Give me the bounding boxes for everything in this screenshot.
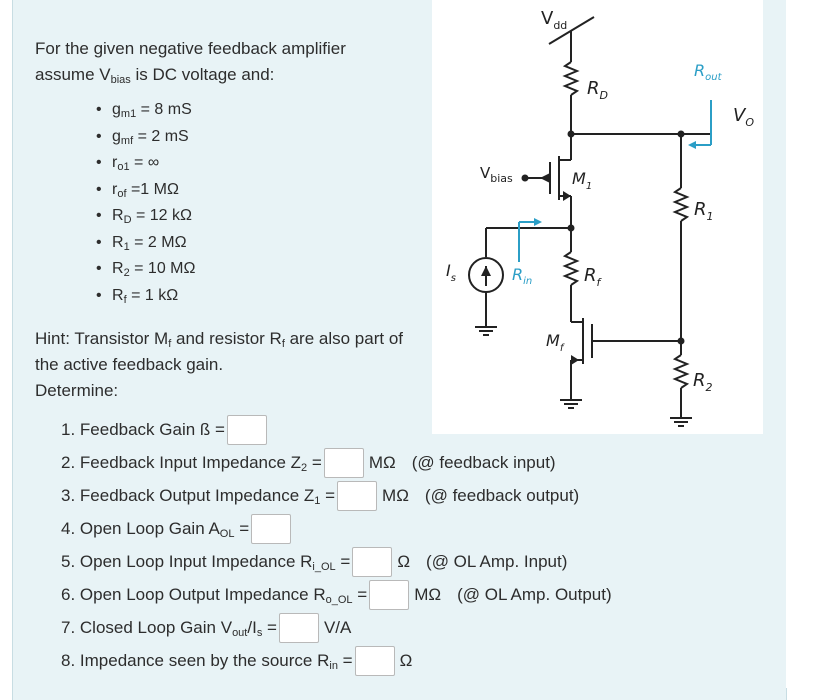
unit-label: MΩ <box>368 453 396 472</box>
vo-label: VO <box>733 105 754 129</box>
question-6: 6. Open Loop Output Impedance Ro_OL = MΩ (… <box>61 580 612 610</box>
r2-label: R2 <box>693 370 713 394</box>
question-label: 1. Feedback Gain ß = <box>61 420 225 439</box>
question-label: 4. Open Loop Gain AOL = <box>61 519 250 540</box>
parameter-item: RD = 12 kΩ <box>96 203 195 230</box>
intro-line-1: For the given negative feedback amplifie… <box>35 39 346 58</box>
question-label: 6. Open Loop Output Impedance Ro_OL = <box>61 585 368 606</box>
question-1: 1. Feedback Gain ß = <box>61 415 271 445</box>
answer-input-2[interactable] <box>323 448 364 478</box>
question-note: (@ OL Amp. Input) <box>426 552 568 571</box>
determine-label: Determine: <box>35 381 119 400</box>
question-2: 2. Feedback Input Impedance Z2 = MΩ (@ fee… <box>61 448 556 478</box>
answer-input-5[interactable] <box>352 547 393 577</box>
parameter-item: R1 = 2 MΩ <box>96 230 195 257</box>
unit-label: Ω <box>397 552 411 571</box>
vbias-label: Vbias <box>480 164 513 185</box>
problem-intro: For the given negative feedback amplifie… <box>35 36 415 88</box>
hint-line-1: Hint: Transistor Mf and resistor Rf are … <box>35 329 403 350</box>
unit-label: MΩ <box>414 585 442 604</box>
parameter-item: gmf = 2 mS <box>96 124 195 151</box>
question-7: 7. Closed Loop Gain Vout/Is = V/A <box>61 613 351 643</box>
answer-input-8[interactable] <box>354 646 395 676</box>
question-3: 3. Feedback Output Impedance Z1 = MΩ (@ fe… <box>61 481 579 511</box>
rd-label: RD <box>587 78 608 102</box>
question-label: 2. Feedback Input Impedance Z2 = <box>61 453 322 474</box>
answer-input-7[interactable] <box>278 613 319 643</box>
parameter-list: gm1 = 8 mSgmf = 2 mSro1 = ∞rof =1 MΩRD =… <box>96 97 195 309</box>
question-label: 5. Open Loop Input Impedance Ri_OL = <box>61 552 351 573</box>
question-label: 7. Closed Loop Gain Vout/Is = <box>61 618 277 639</box>
r1-label: R1 <box>694 199 714 223</box>
parameter-item: R2 = 10 MΩ <box>96 256 195 283</box>
hint-text: Hint: Transistor Mf and resistor Rf are … <box>35 326 435 404</box>
unit-label: Ω <box>399 651 413 670</box>
answer-input-6[interactable] <box>369 580 410 610</box>
question-label: 3. Feedback Output Impedance Z1 = <box>61 486 336 507</box>
answer-input-1[interactable] <box>226 415 267 445</box>
rout-label: Rout <box>694 61 723 83</box>
parameter-item: Rf = 1 kΩ <box>96 283 195 310</box>
question-note: (@ OL Amp. Output) <box>457 585 612 604</box>
question-note: (@ feedback output) <box>424 486 580 505</box>
vdd-label: Vdd <box>541 8 567 32</box>
question-5: 5. Open Loop Input Impedance Ri_OL = Ω (@ … <box>61 547 567 577</box>
answer-input-3[interactable] <box>337 481 378 511</box>
mf-label: Mf <box>546 331 565 354</box>
question-label: 8. Impedance seen by the source Rin = <box>61 651 353 672</box>
rin-label: Rin <box>512 265 532 287</box>
answer-input-4[interactable] <box>251 514 292 544</box>
question-8: 8. Impedance seen by the source Rin = Ω <box>61 646 412 676</box>
unit-label: MΩ <box>382 486 409 505</box>
question-note: (@ feedback input) <box>411 453 556 472</box>
parameter-item: ro1 = ∞ <box>96 150 195 177</box>
intro-line-2: assume Vbias is DC voltage and: <box>35 65 275 86</box>
parameter-item: rof =1 MΩ <box>96 177 195 204</box>
hint-line-2: the active feedback gain. <box>35 355 224 374</box>
circuit-schematic: Vdd RD M1 Vbias Rout VO R1 Is Rin Rf Mf … <box>432 0 763 434</box>
circuit-diagram: Vdd RD M1 Vbias Rout VO R1 Is Rin Rf Mf … <box>432 0 763 434</box>
parameter-item: gm1 = 8 mS <box>96 97 195 124</box>
page-margin <box>786 0 819 688</box>
is-label: Is <box>446 261 456 284</box>
unit-label: V/A <box>323 618 352 637</box>
question-4: 4. Open Loop Gain AOL = <box>61 514 295 544</box>
m1-label: M1 <box>572 169 592 192</box>
rf-label: Rf <box>584 265 603 289</box>
